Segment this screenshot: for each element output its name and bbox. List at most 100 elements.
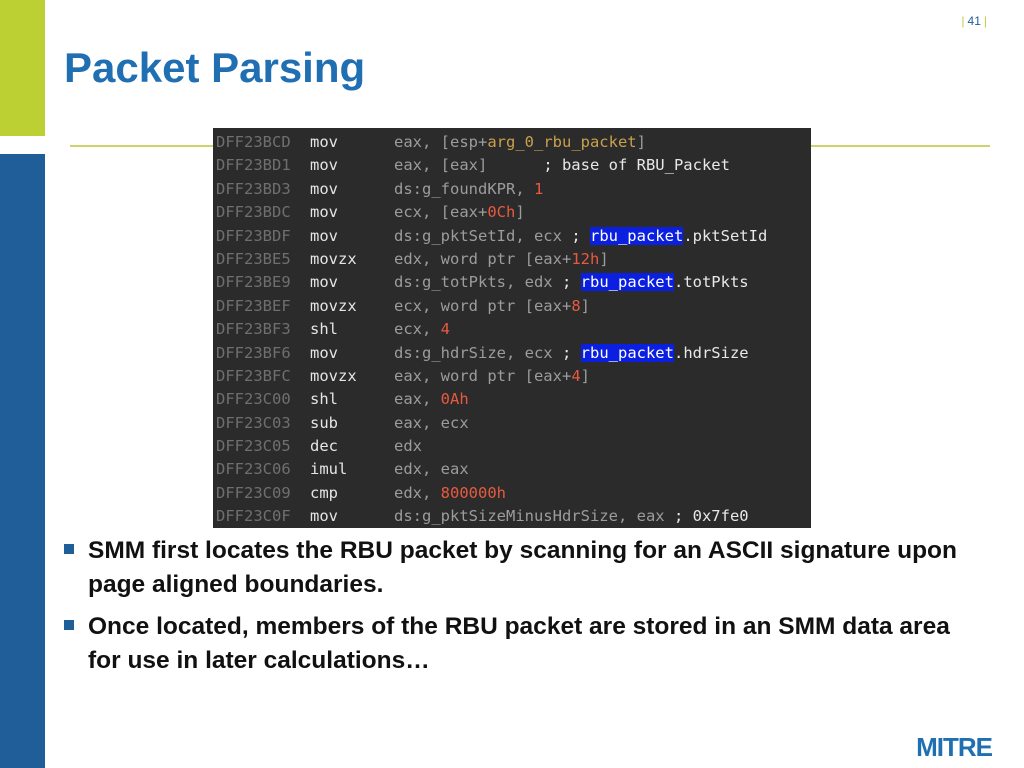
code-line: DFF23BCD mov eax, [esp+arg_0_rbu_packet] <box>213 131 811 154</box>
code-line: DFF23BD3 mov ds:g_foundKPR, 1 <box>213 178 811 201</box>
operand-segment: .pktSetId <box>683 226 768 245</box>
code-address: DFF23C05 <box>216 437 291 456</box>
operand-segment: 4 <box>440 320 451 339</box>
code-operands: edx, 800000h <box>394 482 506 505</box>
operand-segment: edx, word ptr [eax+ <box>394 249 572 268</box>
operand-segment: rbu_packet <box>580 273 674 292</box>
code-mnemonic: mov <box>310 179 338 198</box>
operand-segment: 12h <box>571 249 600 268</box>
code-mnemonic: mov <box>310 507 338 526</box>
code-operands: eax, word ptr [eax+4] <box>394 365 590 388</box>
code-address: DFF23BCD <box>216 133 291 151</box>
code-operands: ds:g_foundKPR, 1 <box>394 178 543 201</box>
operand-segment: eax, <box>394 390 441 409</box>
code-operands: eax, 0Ah <box>394 388 469 411</box>
code-mnemonic: mov <box>310 156 338 175</box>
code-line: DFF23BE5 movzx edx, word ptr [eax+12h] <box>213 248 811 271</box>
code-line: DFF23BFC movzx eax, word ptr [eax+4] <box>213 365 811 388</box>
operand-segment: edx, eax <box>394 460 469 479</box>
code-line: DFF23BE9 mov ds:g_totPkts, edx ; rbu_packe… <box>213 271 811 294</box>
code-operands: ecx, word ptr [eax+8] <box>394 295 590 318</box>
code-mnemonic: shl <box>310 390 338 409</box>
code-operands: ds:g_pktSetId, ecx ; rbu_packet.pktSetId <box>394 225 767 248</box>
operand-segment: eax, ecx <box>394 413 469 432</box>
slide-title: Packet Parsing <box>64 44 366 91</box>
code-mnemonic: movzx <box>310 366 357 385</box>
operand-segment: 0Ah <box>440 390 469 409</box>
operand-segment: rbu_packet <box>589 226 684 245</box>
code-operands: edx <box>394 435 422 458</box>
code-operands: eax, [esp+arg_0_rbu_packet] <box>394 131 646 154</box>
code-mnemonic: movzx <box>310 249 357 268</box>
code-address: DFF23BDC <box>216 203 291 222</box>
code-mnemonic: dec <box>310 437 338 456</box>
code-address: DFF23C00 <box>216 390 291 409</box>
code-line: DFF23BF6 mov ds:g_hdrSize, ecx ; rbu_packe… <box>213 342 811 365</box>
bullet-item: Once located, members of the RBU packet … <box>62 610 982 678</box>
code-line: DFF23BEF movzx ecx, word ptr [eax+8] <box>213 295 811 318</box>
code-mnemonic: cmp <box>310 483 338 502</box>
code-operands: edx, word ptr [eax+12h] <box>394 248 609 271</box>
operand-segment: esp+ <box>450 133 488 151</box>
code-address: DFF23C06 <box>216 460 291 479</box>
code-mnemonic: mov <box>310 343 338 362</box>
bullet-list: SMM first locates the RBU packet by scan… <box>62 534 982 686</box>
code-mnemonic: movzx <box>310 296 357 315</box>
bullet-text: Once located, members of the RBU packet … <box>88 613 950 674</box>
code-address: DFF23BF6 <box>216 343 291 362</box>
operand-segment: edx, <box>394 483 441 502</box>
bullet-text: SMM first locates the RBU packet by scan… <box>88 537 957 598</box>
code-address: DFF23BFC <box>216 366 291 385</box>
mitre-logo: MITRE <box>916 732 993 762</box>
code-mnemonic: mov <box>310 273 338 292</box>
operand-segment: ecx, word ptr [eax+ <box>394 296 572 315</box>
bullet-square-icon <box>64 620 74 630</box>
operand-segment: 4 <box>571 366 581 385</box>
code-address: DFF23BD3 <box>216 179 291 198</box>
bullet-square-icon <box>64 544 74 554</box>
operand-segment: eax, word ptr [eax+ <box>394 366 572 385</box>
operand-segment: ; base of RBU_Packet <box>543 156 730 175</box>
operand-segment: eax, [ <box>394 133 450 151</box>
code-line: DFF23C05 dec edx <box>213 435 811 458</box>
operand-segment: eax, [eax] <box>394 156 544 175</box>
code-operands: edx, eax <box>394 458 469 481</box>
operand-segment: .totPkts <box>673 273 749 292</box>
code-address: DFF23BE9 <box>216 273 291 292</box>
operand-segment: ds:g_hdrSize, ecx <box>394 343 562 362</box>
operand-segment: ; <box>561 343 581 362</box>
code-mnemonic: mov <box>310 133 338 151</box>
code-address: DFF23BEF <box>216 296 291 315</box>
code-operands: eax, ecx <box>394 412 469 435</box>
operand-segment: 0Ch <box>487 203 516 222</box>
code-address: DFF23BF3 <box>216 320 291 339</box>
operand-segment: ] <box>599 249 609 268</box>
operand-segment: 1 <box>533 179 544 198</box>
operand-segment: ] <box>580 296 590 315</box>
code-mnemonic: shl <box>310 320 338 339</box>
code-operands: eax, [eax] ; base of RBU_Packet <box>394 154 730 177</box>
code-operands: ds:g_hdrSize, ecx ; rbu_packet.hdrSize <box>394 342 749 365</box>
operand-segment: 8 <box>571 296 581 315</box>
code-address: DFF23BE5 <box>216 249 291 268</box>
accent-bar-green <box>0 0 45 136</box>
code-address: DFF23C09 <box>216 483 291 502</box>
code-operands: ds:g_totPkts, edx ; rbu_packet.totPkts <box>394 271 749 294</box>
code-line: DFF23C09 cmp edx, 800000h <box>213 482 811 505</box>
accent-bar-blue <box>0 154 45 768</box>
code-mnemonic: imul <box>310 460 348 479</box>
page-number-value: 41 <box>967 14 981 28</box>
operand-segment: 800000h <box>440 483 506 502</box>
code-mnemonic: mov <box>310 203 338 222</box>
code-mnemonic: sub <box>310 413 338 432</box>
code-mnemonic: mov <box>310 226 338 245</box>
code-line: DFF23C06 imul edx, eax <box>213 458 811 481</box>
code-address: DFF23BDF <box>216 226 291 245</box>
bullet-item: SMM first locates the RBU packet by scan… <box>62 534 982 602</box>
